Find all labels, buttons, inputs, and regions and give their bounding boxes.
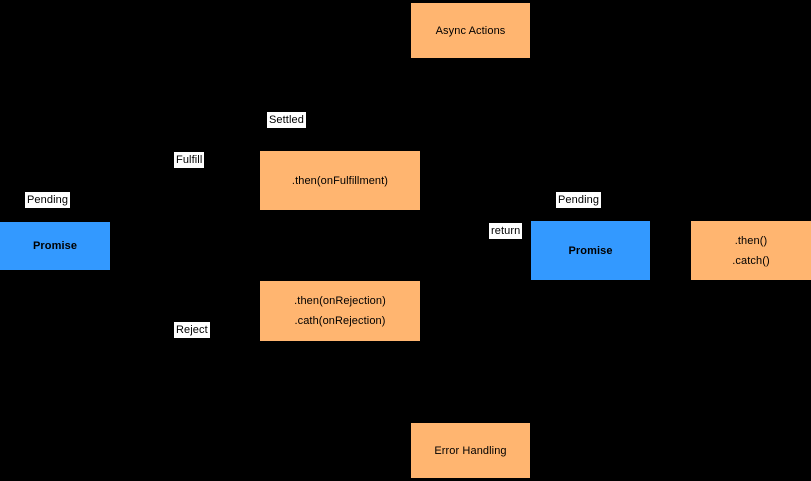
- edge-label-settled: Settled: [267, 112, 306, 128]
- edge-label-fulfill: Fulfill: [174, 152, 205, 168]
- edge-label-pending-right: Pending: [556, 192, 602, 208]
- node-label-line: Promise: [32, 240, 78, 252]
- node-error-handling[interactable]: Error Handling: [411, 423, 530, 478]
- node-then-catch-chained[interactable]: .then() .catch(): [691, 221, 811, 280]
- node-label-line: .then(): [734, 234, 768, 247]
- node-label-line: .then(onRejection): [294, 295, 386, 307]
- node-promise-returned[interactable]: Promise: [531, 221, 650, 280]
- node-then-catch-on-rejection[interactable]: .then(onRejection) .cath(onRejection): [260, 281, 420, 341]
- node-label-line: .then(onFulfillment): [291, 174, 389, 187]
- edge-label-pending-left: Pending: [25, 192, 71, 208]
- node-label-line: .cath(onRejection): [294, 315, 386, 327]
- node-async-actions[interactable]: Async Actions: [411, 3, 530, 58]
- node-then-on-fulfillment[interactable]: .then(onFulfillment): [260, 151, 420, 210]
- node-promise-initial[interactable]: Promise: [0, 222, 110, 270]
- edge-label-return: return: [489, 223, 523, 239]
- edge-label-reject: Reject: [174, 322, 210, 338]
- node-label-line: Promise: [568, 244, 613, 257]
- node-label-line: Error Handling: [434, 444, 507, 457]
- node-label-line: .catch(): [732, 254, 770, 267]
- node-label-line: Async Actions: [435, 24, 506, 37]
